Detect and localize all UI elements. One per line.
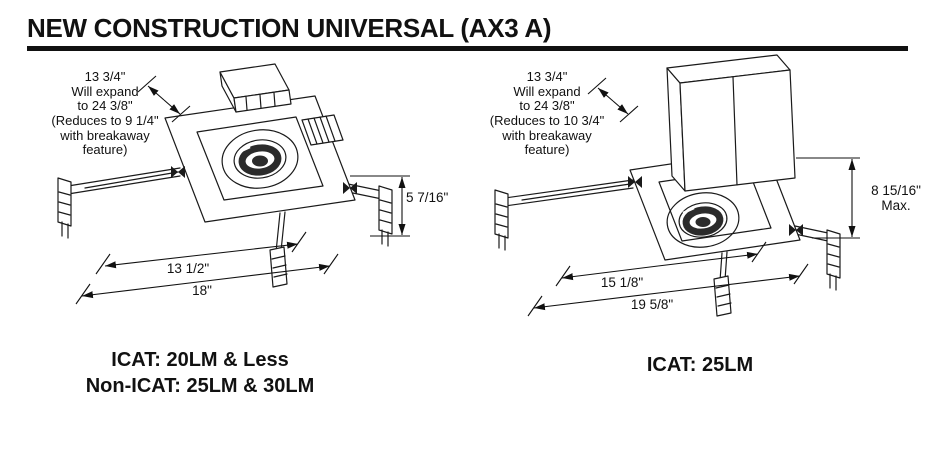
junction-box [219, 63, 292, 113]
height-dimension [796, 157, 860, 239]
expand-dimension-arrow [587, 77, 639, 123]
driver-ballast [301, 114, 344, 146]
title-rule [27, 46, 908, 51]
overall-width-dimension [527, 263, 809, 317]
left-expand-note: 13 3/4" Will expand to 24 3/8" (Reduces … [51, 69, 159, 158]
right-overall-dim-label: 19 5/8" [630, 297, 674, 312]
light-opening [221, 129, 299, 189]
left-caption-line2: Non-ICAT: 25LM & 30LM [85, 375, 315, 397]
left-height-dim-label: 5 7/16" [406, 190, 449, 205]
right-fixture-drawing [494, 54, 860, 317]
right-hanger-bar [794, 225, 841, 291]
right-height-dim-label: 8 15/16" Max. [871, 183, 921, 213]
left-fixture-drawing [57, 63, 410, 305]
height-dimension [350, 175, 410, 237]
butterfly-clips [628, 176, 803, 236]
left-hanger-bar [494, 179, 634, 251]
pan-width-dimension [555, 241, 767, 287]
bottom-bracket [269, 211, 288, 288]
left-caption-line1: ICAT: 20LM & Less [111, 349, 289, 371]
page-title: NEW CONSTRUCTION UNIVERSAL (AX3 A) [27, 13, 552, 43]
butterfly-clips [171, 166, 357, 194]
left-pan-dim-label: 13 1/2" [166, 261, 210, 276]
right-caption-line1: ICAT: 25LM [646, 354, 754, 376]
pan-width-dimension [95, 231, 307, 275]
right-hanger-bar [347, 183, 393, 247]
left-caption: ICAT: 20LM & Less Non-ICAT: 25LM & 30LM [40, 347, 360, 399]
overall-width-dimension [75, 253, 339, 305]
right-expand-note: 13 3/4" Will expand to 24 3/8" (Reduces … [489, 69, 605, 158]
expand-dimension-arrow [137, 75, 191, 123]
right-caption: ICAT: 25LM [555, 352, 845, 378]
bottom-bracket [713, 251, 732, 317]
light-opening [666, 192, 740, 248]
left-overall-dim-label: 18" [192, 283, 212, 298]
tall-housing [666, 54, 796, 192]
left-hanger-bar [57, 167, 181, 239]
right-pan-dim-label: 15 1/8" [600, 275, 644, 290]
